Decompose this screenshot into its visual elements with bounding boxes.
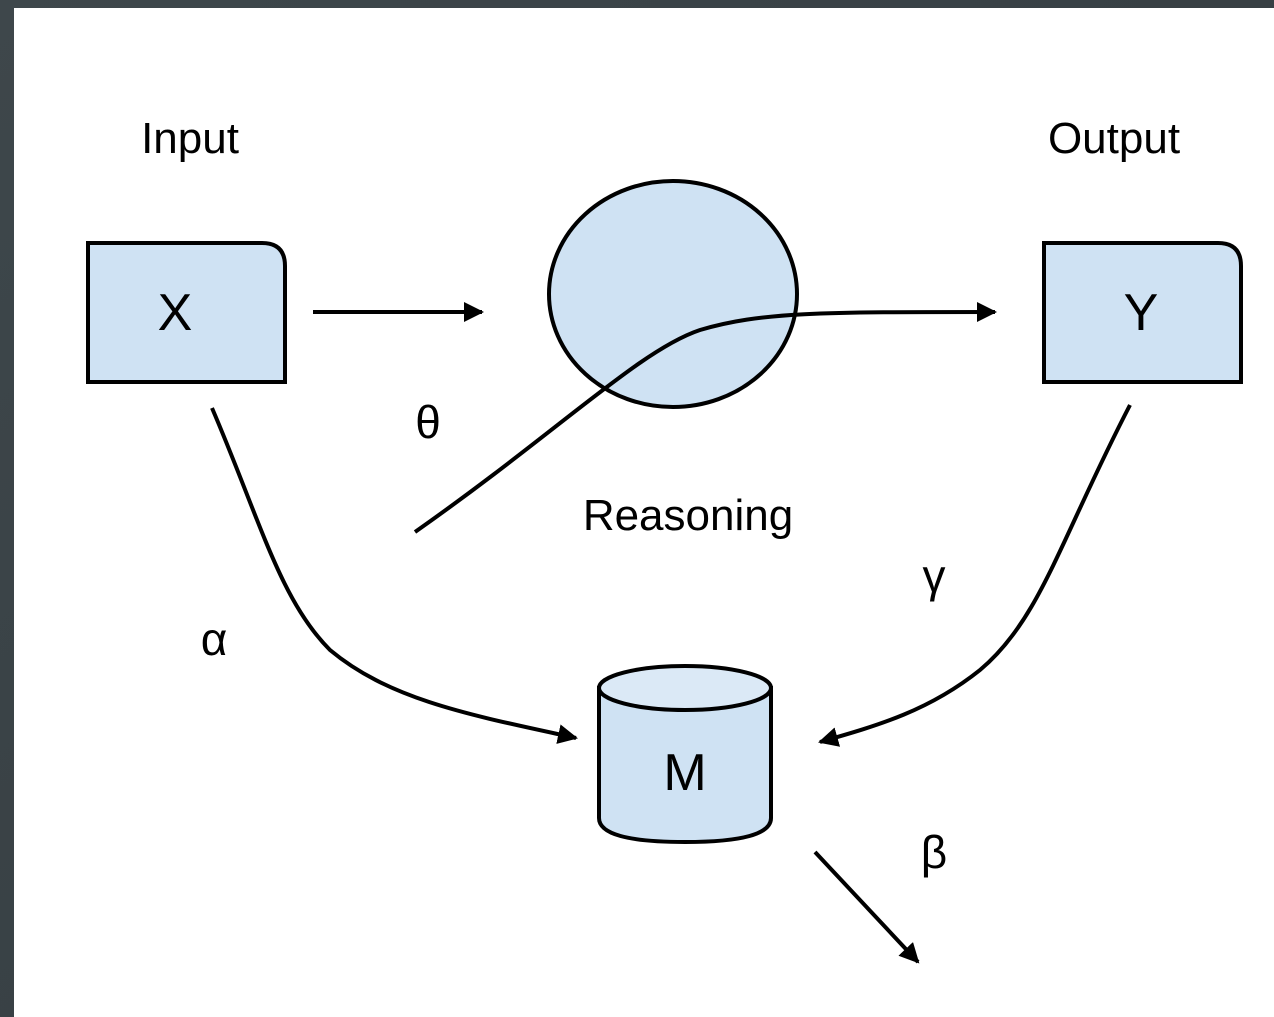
output-label: Output — [1048, 114, 1180, 163]
edge-label-alpha: α — [201, 613, 228, 665]
diagram-canvas: Input Output Reasoning X Y M — [14, 8, 1274, 1017]
edge-label-gamma: γ — [923, 550, 946, 602]
node-m-label: M — [663, 744, 706, 802]
node-y[interactable]: Y — [1042, 241, 1243, 384]
edge-m-out — [813, 850, 920, 964]
edge-theta-to-y — [413, 302, 997, 534]
edge-label-theta: θ — [415, 396, 441, 448]
reasoning-circle[interactable] — [547, 179, 799, 409]
node-y-shape — [1042, 241, 1243, 384]
node-m-body — [597, 686, 773, 845]
node-m-top — [597, 664, 773, 712]
reasoning-label: Reasoning — [583, 491, 793, 540]
diagram-svg: Input Output Reasoning X Y M — [86, 114, 1243, 964]
node-m[interactable]: M — [597, 664, 773, 845]
input-label: Input — [141, 114, 239, 163]
edge-label-beta: β — [921, 826, 947, 878]
node-y-label: Y — [1124, 284, 1159, 342]
node-x-shape — [86, 241, 287, 384]
edge-y-to-m — [818, 404, 1132, 747]
node-x[interactable]: X — [86, 241, 287, 384]
edge-x-to-m — [210, 407, 578, 744]
node-x-label: X — [158, 284, 193, 342]
